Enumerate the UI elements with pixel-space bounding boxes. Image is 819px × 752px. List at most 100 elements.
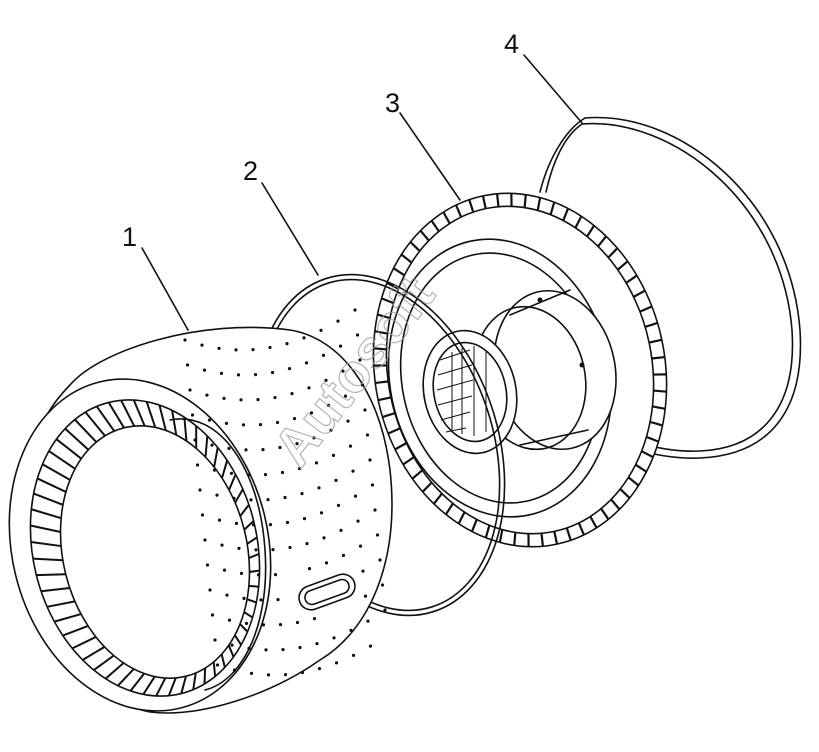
- perforation-hole: [295, 442, 299, 446]
- drum-tooth: [171, 410, 178, 436]
- perforation-hole: [185, 363, 190, 367]
- perforation-hole: [312, 436, 316, 440]
- hub-tooth: [394, 442, 407, 451]
- perforation-hole: [336, 503, 341, 507]
- hub-tooth: [553, 531, 559, 545]
- drum-tooth: [167, 677, 177, 697]
- perforation-hole: [273, 573, 278, 577]
- perforation-hole: [210, 443, 214, 447]
- perforation-hole: [210, 613, 215, 617]
- perforation-hole: [258, 423, 263, 427]
- hub-tooth: [616, 260, 629, 271]
- drum-inner-teeth: [30, 399, 260, 697]
- perforation-hole: [249, 498, 253, 502]
- drum-tooth: [155, 677, 167, 697]
- perforation-hole: [339, 528, 343, 533]
- perforation-hole: [363, 594, 368, 598]
- perforation-hole: [343, 394, 348, 398]
- hub-tooth: [625, 274, 638, 284]
- drum-tooth: [248, 553, 260, 559]
- drum-tooth: [246, 536, 258, 545]
- drum-tooth: [107, 401, 125, 429]
- perforation-hole: [300, 492, 304, 496]
- hub-tooth: [377, 313, 391, 320]
- perforation-hole: [378, 558, 382, 562]
- perforation-hole: [200, 343, 204, 347]
- hub-tooth: [495, 193, 500, 207]
- bore-splines: [436, 346, 487, 436]
- hub-tooth: [653, 389, 667, 393]
- perforation-hole: [254, 548, 258, 552]
- hub-tooth: [402, 456, 415, 466]
- drum-tooth: [64, 427, 90, 451]
- perforation-hole: [319, 511, 324, 515]
- callout-3: 3: [385, 88, 400, 118]
- perforation-hole: [304, 361, 309, 365]
- perforation-hole: [263, 473, 268, 477]
- drum-tooth: [180, 675, 187, 694]
- callout-4: 4: [504, 29, 519, 59]
- perforation-hole: [283, 495, 287, 500]
- perforation-hole: [331, 453, 336, 457]
- perforation-hole: [232, 496, 236, 500]
- hub-tooth: [513, 532, 517, 546]
- perforation-hole: [247, 646, 251, 651]
- perforation-hole: [190, 413, 195, 417]
- perforation-hole: [275, 420, 280, 425]
- perforation-hole: [219, 371, 224, 375]
- perforation-hole: [351, 653, 356, 658]
- drum-tooth: [246, 598, 257, 604]
- perforation-hole: [212, 468, 217, 472]
- hub-tooth: [457, 511, 466, 525]
- perforation-hole: [297, 467, 302, 471]
- drum-tooth: [239, 623, 249, 633]
- drum-tooth: [31, 508, 62, 520]
- perforation-hole: [356, 519, 360, 523]
- perforation-hole: [349, 628, 353, 633]
- drum-tooth: [120, 399, 136, 427]
- perforation-hole: [288, 545, 292, 550]
- drum-tooth: [82, 645, 106, 661]
- drum-tooth: [48, 450, 76, 470]
- perforation-hole: [244, 621, 249, 626]
- perforation-hole: [341, 369, 345, 373]
- perforation-hole: [315, 642, 319, 646]
- hub-tooth: [649, 420, 663, 427]
- hub-tooth: [633, 289, 646, 298]
- drum-tooth: [55, 438, 82, 460]
- drum-tooth: [95, 405, 116, 432]
- hub-tooth: [627, 476, 640, 487]
- perforation-hole: [278, 623, 283, 627]
- hub-tooth: [536, 197, 542, 211]
- drum-tooth: [183, 417, 188, 442]
- perforation-hole: [217, 346, 221, 350]
- perforation-hole: [229, 471, 234, 475]
- perforation-hole: [268, 523, 273, 527]
- perforation-hole: [336, 319, 340, 323]
- perforation-hole: [246, 473, 251, 477]
- perforation-hole: [365, 433, 370, 437]
- perforation-hole: [370, 483, 375, 487]
- hub-tooth: [432, 492, 443, 505]
- hub-tooth: [430, 220, 440, 233]
- perforation-hole: [281, 648, 285, 652]
- perforation-hole: [222, 396, 226, 400]
- drum-tooth: [239, 504, 250, 517]
- hub-tooth: [442, 211, 451, 225]
- hub-tooth: [540, 533, 545, 547]
- perforation-hole: [256, 573, 261, 577]
- perforation-hole: [332, 636, 336, 640]
- hub-tooth: [455, 204, 463, 218]
- hub-tooth: [607, 247, 619, 259]
- hub-tooth: [481, 195, 487, 209]
- perforation-hole: [312, 617, 317, 621]
- hub-tooth: [586, 224, 596, 238]
- hub-tooth: [409, 241, 421, 252]
- hub-tooth: [577, 522, 585, 536]
- perforation-hole: [183, 338, 187, 342]
- perforation-hole: [375, 533, 380, 537]
- drum-tooth: [220, 654, 226, 668]
- perforation-hole: [251, 523, 256, 527]
- hub-tooth: [619, 488, 631, 499]
- perforation-hole: [195, 463, 200, 467]
